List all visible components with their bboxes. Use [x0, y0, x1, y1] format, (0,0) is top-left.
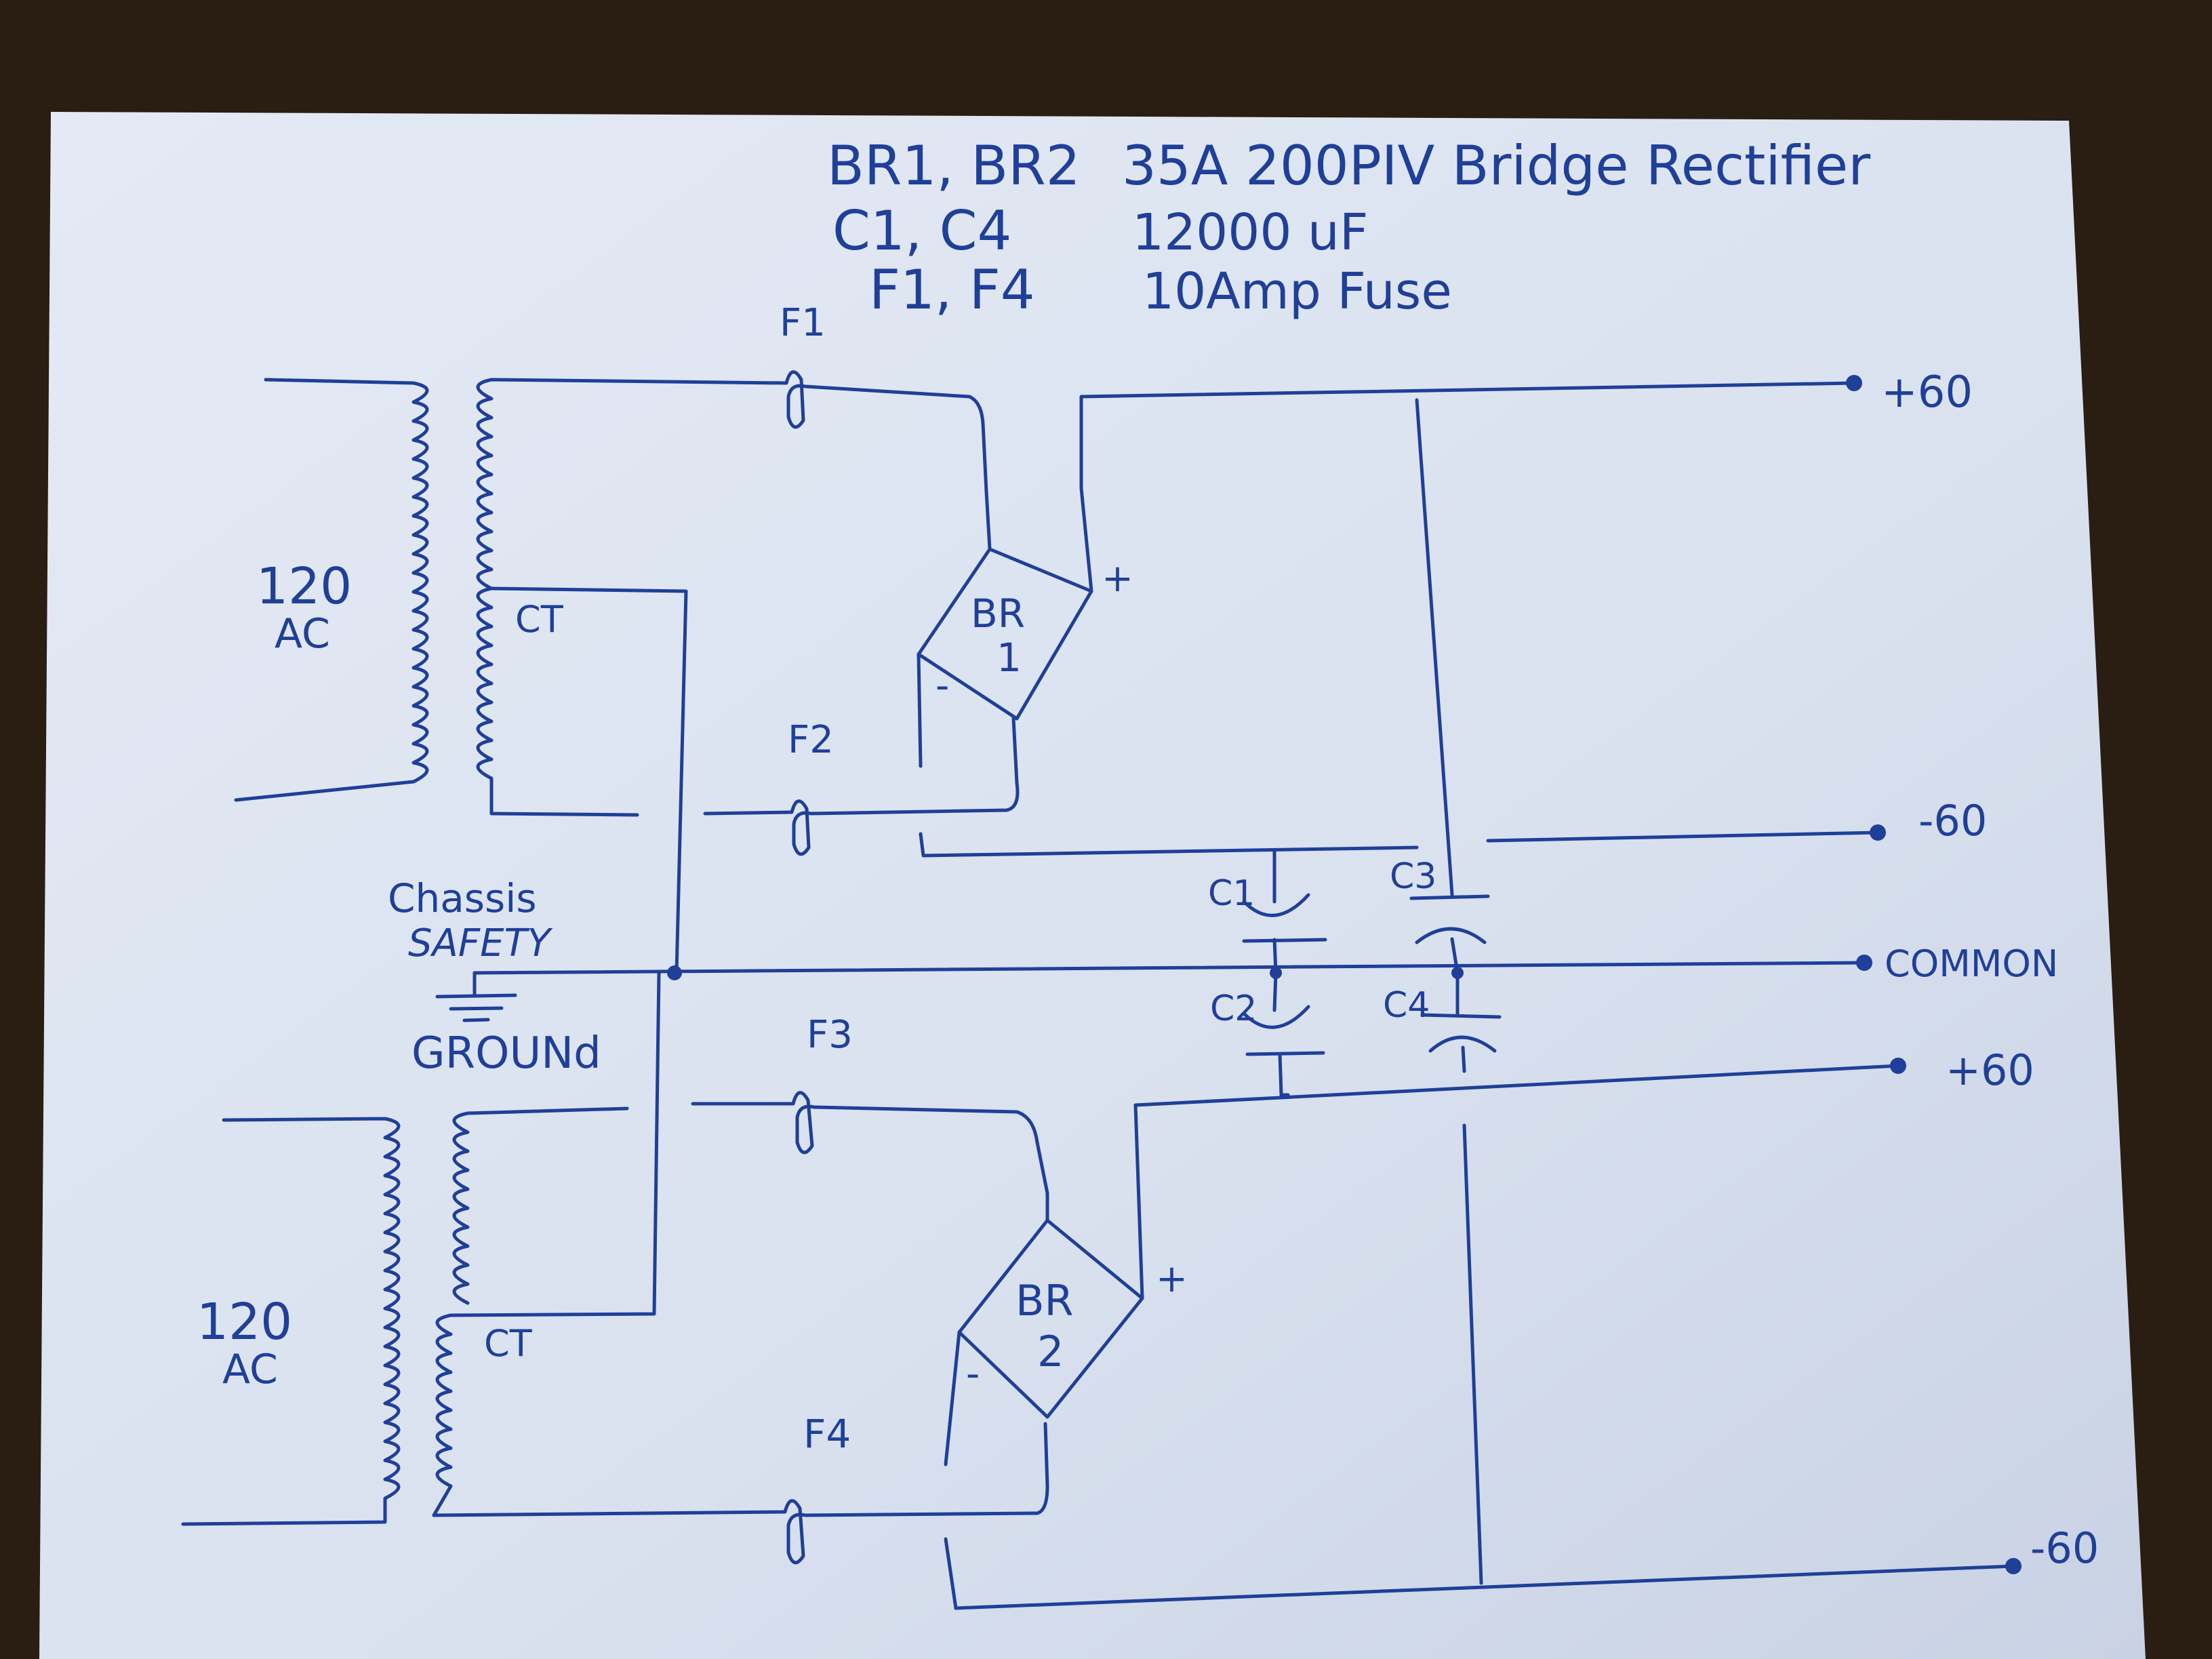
br1-name: BR — [971, 591, 1025, 637]
chassis-ground: Chassis SAFETY GROUNd — [388, 875, 601, 1079]
capacitor-c2: C2 — [1210, 967, 1325, 1097]
fuse-f1: F1 — [489, 301, 992, 551]
capacitor-c4: C4 — [1383, 967, 1502, 1073]
terminal-common — [1856, 955, 1872, 971]
paper-sheet — [39, 112, 2146, 1659]
terminal-bottom-plus-label: +60 — [1946, 1045, 2034, 1095]
terminal-bottom-minus — [2005, 1558, 2022, 1574]
transformer-upper-primary-label: 120 — [256, 557, 352, 616]
c3-c4-junction-dot — [1451, 967, 1464, 979]
capacitor-c1: C1 — [1208, 849, 1327, 975]
legend-value-1: 35A 200PIV Bridge Rectifier — [1122, 134, 1870, 197]
transformer-lower: 120 AC CT — [181, 1106, 629, 1526]
fuse-f4-symbol — [432, 1422, 1049, 1565]
fuse-f1-label: F1 — [780, 301, 826, 345]
legend-value-2: 12000 uF — [1132, 203, 1368, 262]
legend-value-3: 10Amp Fuse — [1142, 262, 1452, 321]
c2-label: C2 — [1210, 988, 1257, 1029]
terminal-top-minus-label: -60 — [1918, 796, 1987, 845]
legend-part-2: C1, C4 — [832, 199, 1011, 262]
common-bus — [472, 961, 1866, 975]
transformer-upper-secondary-coil-top — [476, 378, 494, 591]
c2-symbol — [1242, 971, 1325, 1097]
legend-part-1: BR1, BR2 — [827, 134, 1081, 197]
fuse-f3-label: F3 — [807, 1013, 853, 1057]
terminal-bottom-minus-label: -60 — [2030, 1523, 2099, 1573]
transformer-lower-secondary-coil-top — [452, 1106, 629, 1305]
fuse-f2: F2 — [703, 717, 1020, 856]
transformer-upper-primary-coil — [234, 378, 429, 802]
br2-name: BR — [1015, 1276, 1074, 1325]
br1-minus: - — [936, 664, 949, 708]
transformer-upper: 120 AC CT — [234, 378, 639, 817]
terminal-top-minus — [1870, 824, 1886, 841]
ground-label-safety: SAFETY — [408, 921, 553, 965]
br1-plus: + — [1102, 557, 1133, 601]
c4-label: C4 — [1383, 985, 1430, 1026]
common-junction-dot — [667, 965, 682, 980]
br1-positive-lead — [1079, 381, 1856, 593]
bridge-rectifier-br1: BR 1 + - — [917, 381, 1856, 858]
ground-label-ground: GROUNd — [411, 1028, 601, 1079]
terminal-top-plus-label: +60 — [1881, 367, 1973, 418]
center-tap-wire-upper — [489, 586, 688, 975]
output-terminals: +60 -60 COMMON +60 -60 — [1846, 367, 2099, 1574]
fuse-f3: F3 — [691, 1013, 1049, 1222]
legend-part-3: F1, F4 — [869, 258, 1035, 321]
component-legend: BR1, BR2 35A 200PIV Bridge Rectifier C1,… — [827, 134, 1870, 321]
ground-symbol — [435, 971, 517, 1022]
terminal-top-plus — [1846, 375, 1862, 391]
br1-number: 1 — [997, 635, 1022, 681]
fuse-f2-symbol — [703, 717, 1020, 856]
br2-minus: - — [966, 1352, 980, 1396]
c4-symbol — [1420, 971, 1502, 1073]
br1-body — [917, 547, 1093, 721]
terminal-common-label: COMMON — [1885, 942, 2058, 985]
ground-label-chassis: Chassis — [388, 875, 537, 921]
br2-body — [957, 1218, 1144, 1419]
c1-symbol — [1242, 849, 1327, 975]
transformer-upper-ct-label: CT — [515, 598, 564, 641]
transformer-lower-ct-label: CT — [484, 1322, 533, 1365]
bridge-rectifier-br2: BR 2 + - — [944, 1064, 2015, 1610]
fuse-f2-label: F2 — [788, 718, 834, 762]
transformer-lower-secondary-coil-bottom — [432, 1313, 453, 1517]
lower-return-wire — [1462, 1123, 1483, 1585]
br2-positive-lead — [1133, 1064, 1900, 1300]
fuse-f4-label: F4 — [803, 1411, 851, 1457]
transformer-lower-primary-label-ac: AC — [222, 1346, 278, 1393]
c3-label: C3 — [1390, 856, 1436, 897]
fuse-f4: F4 — [432, 1411, 1049, 1565]
capacitor-c3: C3 — [1390, 398, 1490, 975]
br2-negative-lead — [944, 1330, 2015, 1610]
br2-number: 2 — [1037, 1327, 1064, 1376]
terminal-bottom-plus — [1890, 1058, 1906, 1074]
fuse-f1-symbol — [489, 370, 992, 551]
c1-c2-junction-dot — [1270, 967, 1282, 979]
transformer-upper-primary-label-ac: AC — [275, 610, 330, 658]
fuse-f3-symbol — [691, 1091, 1049, 1222]
center-tap-wire-lower — [449, 971, 661, 1317]
c1-label: C1 — [1208, 873, 1255, 914]
transformer-upper-secondary-coil-bottom — [476, 586, 639, 817]
c3-symbol — [1409, 398, 1490, 975]
transformer-lower-primary-coil — [181, 1117, 401, 1526]
transformer-lower-primary-label: 120 — [197, 1293, 292, 1351]
br2-plus: + — [1156, 1257, 1188, 1301]
upper-minus-rail — [1486, 831, 1880, 843]
br1-negative-lead — [917, 652, 1419, 858]
